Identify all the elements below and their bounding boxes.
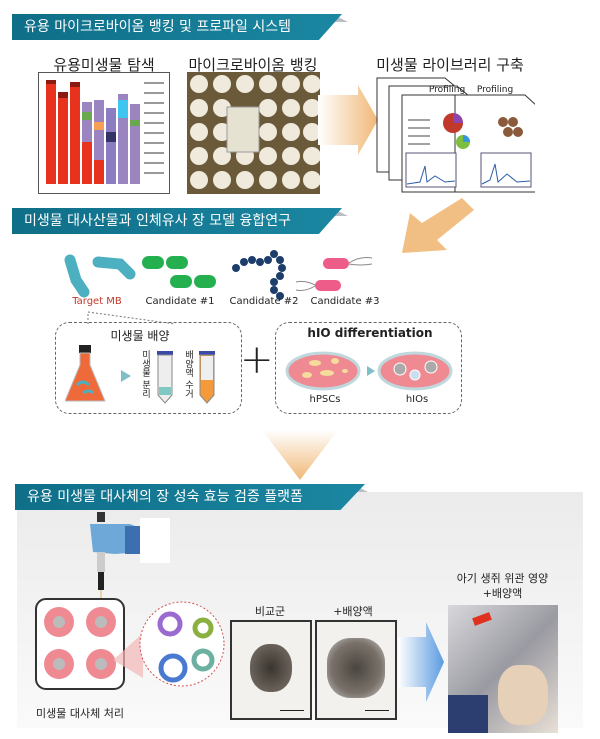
mouse-gavage-photo [448, 605, 558, 733]
mouse-label-line2: +배양액 [482, 587, 523, 600]
organoid-control-photo [230, 620, 312, 720]
well-plate-illustration [35, 598, 225, 690]
section2-banner: 미생물 대사산물과 인체유사 장 모델 융합연구 [12, 208, 342, 234]
arrow-icon [367, 366, 375, 376]
step2-title: 마이크로바이옴 뱅킹 [188, 56, 318, 74]
microbe-label-candidate3: Candidate #3 [310, 296, 380, 307]
step3-title: 미생물 라이브러리 구축 [376, 56, 524, 74]
tube-supernatant-label: 배양액 수거 [183, 350, 193, 398]
hio-box-title: hIO differentiation [307, 326, 433, 340]
section1-banner: 유용 마이크로바이옴 뱅킹 및 프로파일 시스템 [12, 14, 342, 40]
candidate3-bacteria-icon [295, 257, 373, 291]
organoid-medium-photo [315, 620, 397, 720]
microbe-label-target: Target MB [72, 296, 122, 307]
microbes-illustration [64, 250, 373, 300]
banner-tail [332, 208, 348, 216]
profiling-label-2: Profiling [476, 85, 514, 95]
arrow-down-left-icon [402, 198, 474, 253]
banner-tail [332, 14, 348, 22]
pipette-hand-icon [90, 512, 170, 600]
stacked-bar-chart-image [38, 72, 170, 194]
hios-label: hIOs [405, 394, 429, 405]
plus-sign: + [240, 337, 274, 383]
profiling-label-1: Profiling [428, 85, 466, 95]
photo-medium-label: +배양액 [333, 605, 373, 618]
target-mb-bacteria-icon [64, 254, 136, 298]
step1-title: 유용미생물 탐색 [53, 56, 155, 74]
flask-icon [65, 345, 106, 402]
candidate2-bacteria-icon [232, 250, 286, 300]
microbe-label-candidate2: Candidate #2 [229, 296, 299, 307]
section3-banner: 유용 미생물 대사체의 장 성숙 효능 검증 플랫폼 [15, 484, 365, 510]
hio-box [275, 322, 462, 414]
culture-box-title: 미생물 배양 [110, 329, 170, 343]
plate-label: 미생물 대사체 처리 [36, 707, 124, 720]
arrow-down-icon [262, 430, 338, 480]
arrow-icon [121, 370, 131, 382]
arrow-right-blue-icon [398, 622, 444, 702]
microbe-label-candidate1: Candidate #1 [145, 296, 215, 307]
photo-control-label: 비교군 [254, 605, 286, 618]
hpscs-label: hPSCs [309, 394, 341, 405]
microbiome-bank-photo [187, 72, 320, 194]
candidate1-bacteria-icon [142, 256, 216, 288]
arrow-right-icon [318, 85, 378, 155]
mouse-label-line1: 아기 생쥐 위관 영양 [456, 572, 549, 585]
culture-illustration [65, 345, 215, 404]
tube-isolation-label: 미생물 분리 [140, 350, 150, 398]
tube-isolation-icon [157, 351, 173, 404]
microbe-library-documents [376, 77, 535, 193]
culture-box [55, 322, 242, 414]
dashed-connector [87, 311, 176, 325]
tube-supernatant-icon [199, 351, 215, 404]
hio-illustration [285, 351, 453, 391]
